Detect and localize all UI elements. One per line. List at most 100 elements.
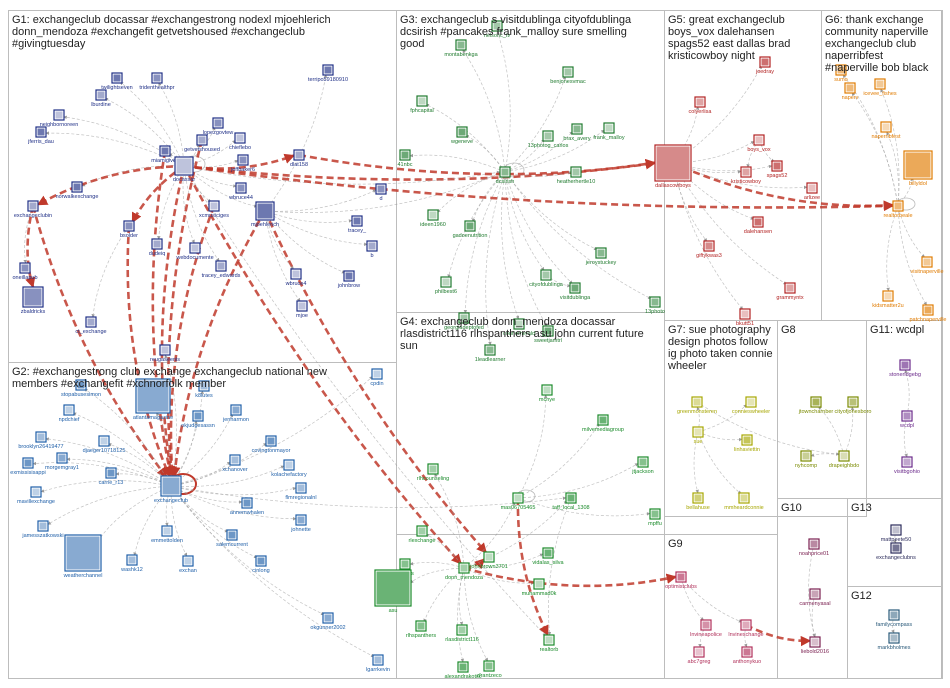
node-joedray[interactable]: joedray	[755, 56, 774, 75]
node-frank_malloy[interactable]: frank_malloy	[593, 122, 625, 141]
node-dallascowboys[interactable]: dallascowboys	[654, 144, 692, 189]
node-patchnaperville[interactable]: patchnaperville	[910, 304, 947, 323]
node-cityofdublinga[interactable]: cityofdublinga	[529, 269, 564, 288]
node-getvetshoused[interactable]: getvetshoused	[184, 134, 220, 153]
node-asu[interactable]: asu	[374, 569, 412, 614]
node-kidsmatter2u[interactable]: kidsmatter2u	[872, 290, 904, 309]
node-markbholmes[interactable]: markbholmes	[877, 632, 911, 651]
node-jenharmon[interactable]: jenharmon	[222, 404, 249, 423]
node-jamesszatkowski[interactable]: jamesszatkowski	[21, 520, 64, 539]
node-greenmonsteren[interactable]: greenmonsteren	[677, 396, 717, 415]
node-dlat158[interactable]: dlat158	[290, 149, 308, 168]
node-lopezgovtew[interactable]: lopezgovtew	[203, 117, 234, 136]
node-d[interactable]: d	[375, 183, 387, 202]
node-visitnaperville[interactable]: visitnaperville	[910, 256, 944, 275]
node-donn_mendoza[interactable]: donn_mendoza	[445, 562, 484, 581]
node-exchan[interactable]: exchan	[179, 555, 197, 574]
node-norwalkexchange[interactable]: norwalkexchange	[56, 181, 99, 200]
node-weatherchannel[interactable]: weatherchannel	[63, 534, 103, 579]
node-heatherhertle10[interactable]: heatherhertle10	[557, 166, 596, 185]
node-reugaseenis[interactable]: reugaseenis	[150, 344, 180, 363]
node-dudeiq[interactable]: dudeiq	[149, 238, 166, 257]
node-mcnye[interactable]: mcnye	[539, 384, 555, 403]
node-lnvinexchange[interactable]: lnvinexchange	[728, 619, 764, 638]
node-wgeneve[interactable]: wgeneve	[450, 126, 473, 145]
node-dalehansen[interactable]: dalehansen	[744, 216, 772, 235]
node-exchangeclub[interactable]: exchangeclub	[154, 475, 188, 504]
node-chieflebo[interactable]: chieflebo	[229, 132, 251, 151]
node-abc7greg[interactable]: abc7greg	[688, 646, 711, 665]
node-kristicowboy[interactable]: kristicowboy	[731, 166, 761, 185]
node-grammyntx[interactable]: grammyntx	[776, 282, 804, 301]
node-13photog_carlos[interactable]: 13photog_carlos	[528, 130, 569, 149]
node-flmregionalnl[interactable]: flmregionalnl	[285, 482, 317, 501]
node-k8lutes[interactable]: k8lutes	[195, 380, 213, 399]
node-terripo59180910[interactable]: terripo59180910	[308, 64, 348, 83]
node-lgarrkevin[interactable]: lgarrkevin	[366, 654, 390, 673]
node-arlizee[interactable]: arlizee	[804, 182, 820, 201]
node-jtjackson[interactable]: jtjackson	[631, 456, 654, 475]
node-jtowncharnber[interactable]: jtowncharnber	[798, 396, 834, 415]
node-visitdublinga[interactable]: visitdublinga	[560, 282, 591, 301]
node-optimistclubs[interactable]: optimistclubs	[665, 571, 697, 590]
node-docassar[interactable]: docassar	[173, 156, 195, 183]
node-xchanover[interactable]: xchanover	[222, 454, 248, 473]
node-carmenyasal[interactable]: carmenyasal	[799, 588, 831, 607]
node-webdocumente[interactable]: webdocumente	[175, 242, 214, 261]
node-miamigives[interactable]: miamigives	[151, 145, 179, 164]
node-neighbornoreen[interactable]: neighbornoreen	[40, 109, 79, 128]
node-atlantamagazine[interactable]: atlantamagazine	[133, 378, 173, 421]
node-bkutt51[interactable]: bkutt51	[736, 308, 754, 327]
node-wcdpl[interactable]: wcdpl	[899, 410, 914, 429]
node-exchangeclubin[interactable]: exchangeclubin	[14, 200, 52, 219]
node-icevee_fishes[interactable]: icevee_fishes	[863, 78, 897, 97]
node-mattpeete50[interactable]: mattpeete50	[881, 524, 912, 543]
node-taff_local_1308[interactable]: taff_local_1308	[552, 492, 590, 511]
node-lburdine[interactable]: lburdine	[91, 89, 111, 108]
node-realtorbeale[interactable]: realtorbeale	[883, 200, 913, 219]
node-morgemgray1[interactable]: morgemgray1	[45, 452, 79, 471]
node-cityofjonesboro[interactable]: cityofjonesboro	[835, 396, 872, 415]
node-johnbrown3701[interactable]: johnbrown3701	[469, 551, 508, 570]
node-naperv[interactable]: naperv	[842, 82, 859, 101]
node-linhaviettin[interactable]: linhaviettin	[734, 434, 760, 453]
node-benjonesvmac[interactable]: benjonesvmac	[550, 66, 586, 85]
node-brax_avery[interactable]: brax_avery	[563, 123, 591, 142]
node-jferris_dau[interactable]: jferris_dau	[27, 126, 54, 145]
node-covingtonmayor[interactable]: covingtonmayor	[252, 435, 291, 454]
node-rlasdistrict116[interactable]: rlasdistrict116	[445, 624, 479, 643]
node-okjudgesassn[interactable]: okjudgesassn	[181, 410, 215, 429]
node-tracey_[interactable]: tracey_	[348, 215, 367, 234]
node-exchangeclubns[interactable]: exchangeclubns	[876, 542, 916, 561]
node-visitbgohio[interactable]: visitbgohio	[894, 456, 920, 475]
node-muhammad0k[interactable]: muhammad0k	[522, 578, 557, 597]
node-salemcurrent[interactable]: salemcurrent	[216, 529, 248, 548]
node-cpdin[interactable]: cpdin	[370, 368, 384, 387]
node-washk12[interactable]: washk12	[120, 554, 143, 573]
node-boys_vox[interactable]: boys_vox	[747, 134, 771, 153]
node-naperribfest[interactable]: naperribfest	[871, 121, 901, 140]
node-nyhcomp[interactable]: nyhcomp	[795, 450, 817, 469]
node-jeffbaker6[interactable]: jeffbaker6	[230, 154, 255, 173]
node-realtorb[interactable]: realtorb	[540, 634, 559, 653]
node-alexandrakotsc[interactable]: alexandrakotsc	[445, 661, 482, 680]
node-johnette[interactable]: johnette	[290, 514, 311, 533]
node-spags52[interactable]: spags52	[767, 160, 788, 179]
node-philbest6[interactable]: philbest6	[435, 276, 457, 295]
node-georgiadeptofed[interactable]: georgiadeptofed	[444, 312, 484, 331]
node-zbaldricks[interactable]: zbaldricks	[21, 286, 46, 315]
node-ct_exchange[interactable]: ct_exchange	[75, 316, 107, 335]
node-giftykwas3[interactable]: giftykwas3	[696, 240, 722, 259]
node-milvemediagroup[interactable]: milvemediagroup	[582, 414, 624, 433]
node-sumo[interactable]: sumo	[834, 64, 848, 83]
node-noahprice01[interactable]: noahprice01	[799, 538, 829, 557]
node-mas06705465[interactable]: mas06705465	[501, 492, 536, 511]
node-b[interactable]: b	[366, 240, 378, 259]
node-brooklyn26419477[interactable]: brooklyn26419477	[18, 431, 64, 450]
node-jeroystuckey[interactable]: jeroystuckey	[585, 247, 617, 266]
node-rlhcounseling[interactable]: rlhcounseling	[417, 463, 449, 482]
node-gadoenutrition[interactable]: gadoenutrition	[453, 220, 488, 239]
node-mjoe[interactable]: mjoe	[296, 300, 308, 319]
node-mpffu[interactable]: mpffu	[648, 508, 662, 527]
node-dcsirish[interactable]: dcsirish	[496, 166, 515, 185]
